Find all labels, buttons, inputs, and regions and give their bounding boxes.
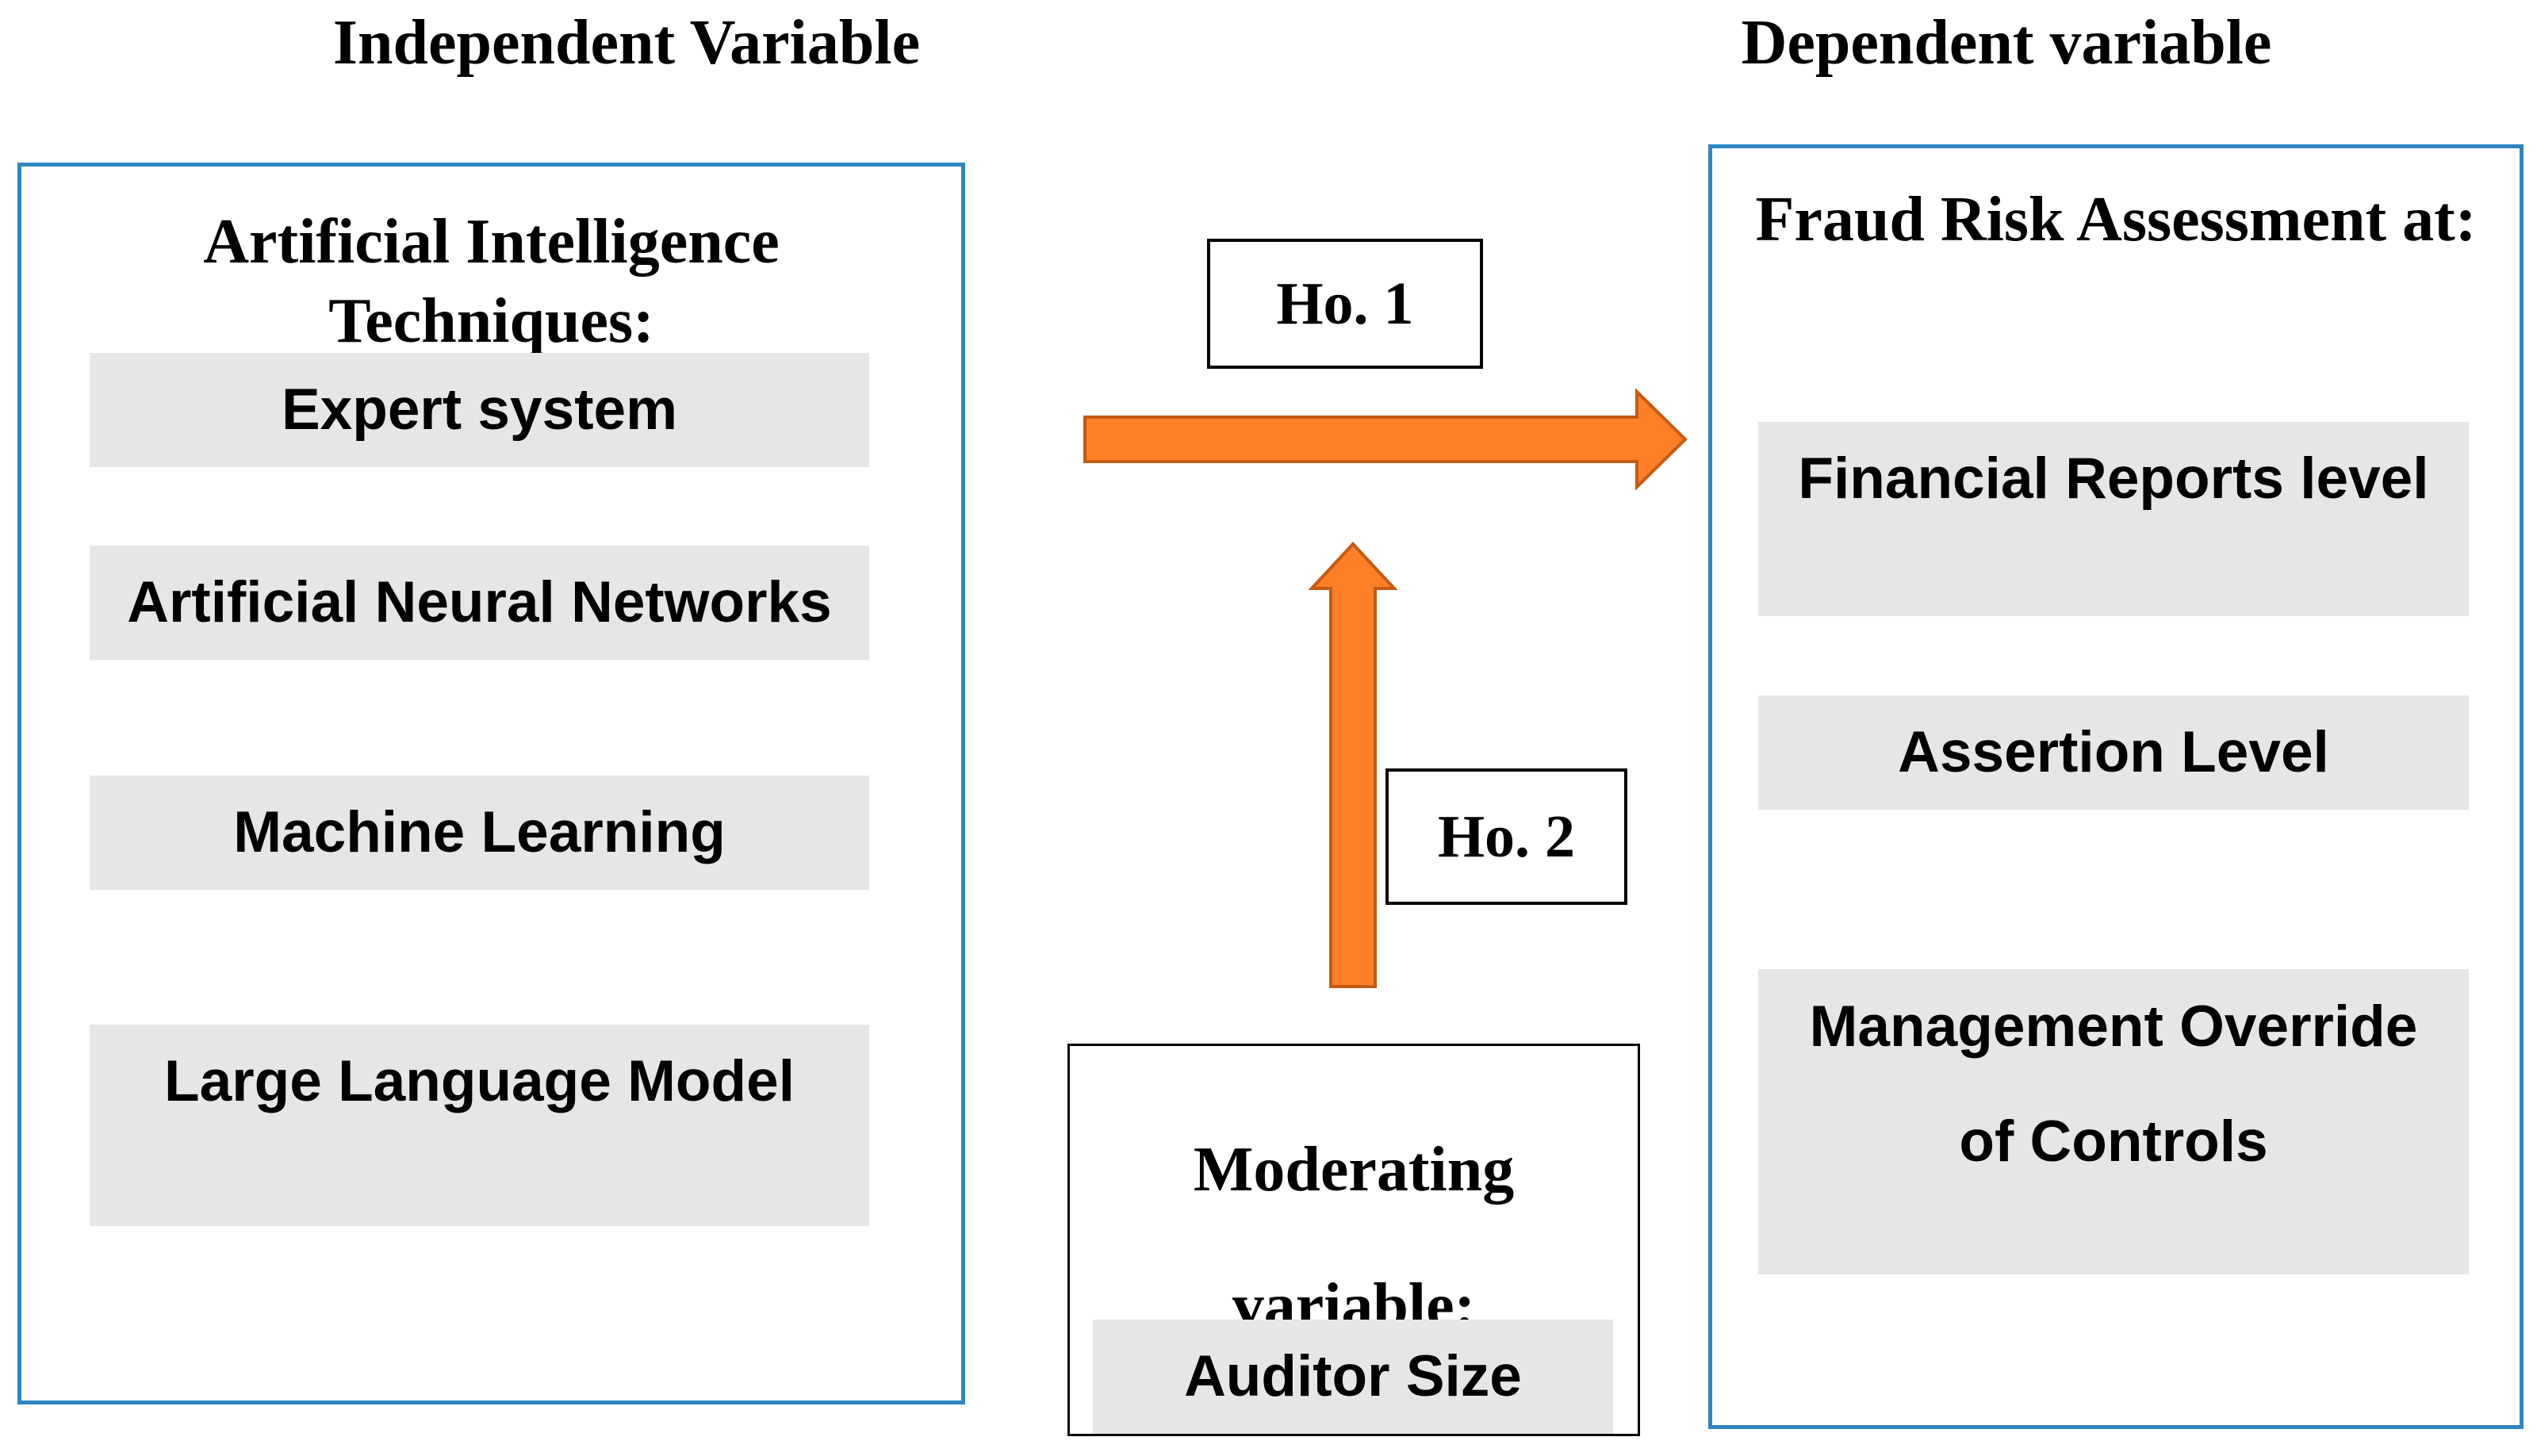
moderating-effect-arrow	[1308, 542, 1398, 988]
ai-technique-item: Large Language Model	[90, 1025, 869, 1226]
independent-panel-title: Artificial Intelligence Techniques:	[203, 207, 780, 356]
fraud-risk-level-item: Financial Reports level	[1758, 422, 2469, 616]
direct-effect-arrow	[1083, 388, 1688, 491]
direct-effect-arrow-shape	[1083, 388, 1688, 491]
fraud-risk-level-item: Management Override of Controls	[1758, 969, 2469, 1274]
auditor-size-item: Auditor Size	[1093, 1320, 1613, 1434]
ai-technique-item: Machine Learning	[90, 776, 869, 890]
ai-technique-item: Expert system	[90, 353, 869, 467]
dependent-variable-heading: Dependent variable	[1741, 8, 2272, 78]
hypothesis-2-box: Ho. 2	[1385, 768, 1627, 905]
ai-technique-item: Artificial Neural Networks	[90, 546, 869, 660]
independent-variable-heading: Independent Variable	[332, 8, 921, 78]
moderating-effect-arrow-shape	[1308, 542, 1398, 988]
hypothesis-1-box: Ho. 1	[1207, 239, 1483, 369]
fraud-risk-level-item: Assertion Level	[1758, 695, 2469, 810]
dependent-panel-title: Fraud Risk Assessment at:	[1755, 185, 2477, 255]
